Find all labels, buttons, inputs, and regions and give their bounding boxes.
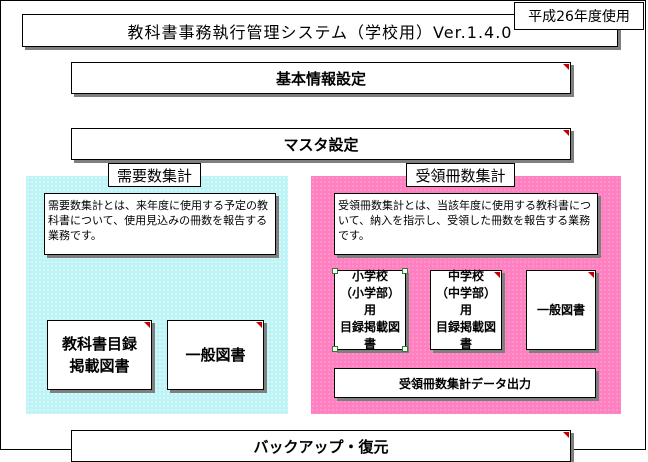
comment-marker-icon <box>494 272 500 278</box>
receive-description: 受領冊数集計とは、当該年度に使用する教科書について、納入を指示し、受領した冊数を… <box>334 193 598 255</box>
demand-general-books-label: 一般図書 <box>185 346 246 364</box>
comment-marker-icon <box>563 432 569 438</box>
app-title-text: 教科書事務執行管理システム（学校用）Ver.1.4.0 <box>127 22 513 42</box>
demand-general-books-button[interactable]: 一般図書 <box>167 320 264 390</box>
comment-marker-icon <box>563 130 569 136</box>
textbook-catalog-button[interactable]: 教科書目録 掲載図書 <box>47 320 152 390</box>
selection-handle[interactable] <box>402 268 408 274</box>
elementary-catalog-button[interactable]: 小学校 （小学部）用 目録掲載図 書 <box>332 268 408 352</box>
comment-marker-icon <box>563 64 569 70</box>
junior-high-catalog-button[interactable]: 中学校 （中学部）用 目録掲載図 書 <box>430 268 502 351</box>
app-title: 教科書事務執行管理システム（学校用）Ver.1.4.0 <box>22 14 618 47</box>
selection-handle[interactable] <box>332 268 338 274</box>
demand-heading-text: 需要数集計 <box>116 166 192 185</box>
backup-restore-label: バックアップ・復元 <box>253 437 389 456</box>
selection-handle[interactable] <box>332 346 338 352</box>
elementary-catalog-label: 小学校 （小学部）用 目録掲載図 書 <box>339 268 400 351</box>
master-settings-button[interactable]: マスタ設定 <box>71 128 571 160</box>
receive-heading-text: 受領冊数集計 <box>415 166 506 185</box>
selection-handle[interactable] <box>402 346 408 352</box>
export-receipt-data-label: 受領冊数集計データ出力 <box>398 376 531 391</box>
receive-general-books-button[interactable]: 一般図書 <box>526 270 596 350</box>
textbook-catalog-label: 教科書目録 掲載図書 <box>61 335 137 375</box>
demand-description: 需要数集計とは、来年度に使用する予定の教科書について、使用見込みの冊数を報告する… <box>44 193 276 255</box>
junior-high-catalog-label: 中学校 （中学部）用 目録掲載図 書 <box>435 268 496 351</box>
master-settings-label: マスタ設定 <box>283 135 359 154</box>
year-label-text: 平成26年度使用 <box>528 9 630 25</box>
export-receipt-data-button[interactable]: 受領冊数集計データ出力 <box>334 368 596 398</box>
basic-settings-label: 基本情報設定 <box>275 69 366 88</box>
demand-description-text: 需要数集計とは、来年度に使用する予定の教科書について、使用見込みの冊数を報告する… <box>48 199 268 242</box>
receive-general-books-label: 一般図書 <box>536 302 585 317</box>
receive-description-text: 受領冊数集計とは、当該年度に使用する教科書について、納入を指示し、受領した冊数を… <box>338 199 591 242</box>
comment-marker-icon <box>256 322 262 328</box>
comment-marker-icon <box>144 322 150 328</box>
demand-panel-heading: 需要数集計 <box>108 163 201 187</box>
basic-settings-button[interactable]: 基本情報設定 <box>71 62 571 94</box>
receive-panel-heading: 受領冊数集計 <box>406 163 515 187</box>
year-label: 平成26年度使用 <box>514 2 644 30</box>
backup-restore-button[interactable]: バックアップ・復元 <box>71 430 571 462</box>
comment-marker-icon <box>588 272 594 278</box>
